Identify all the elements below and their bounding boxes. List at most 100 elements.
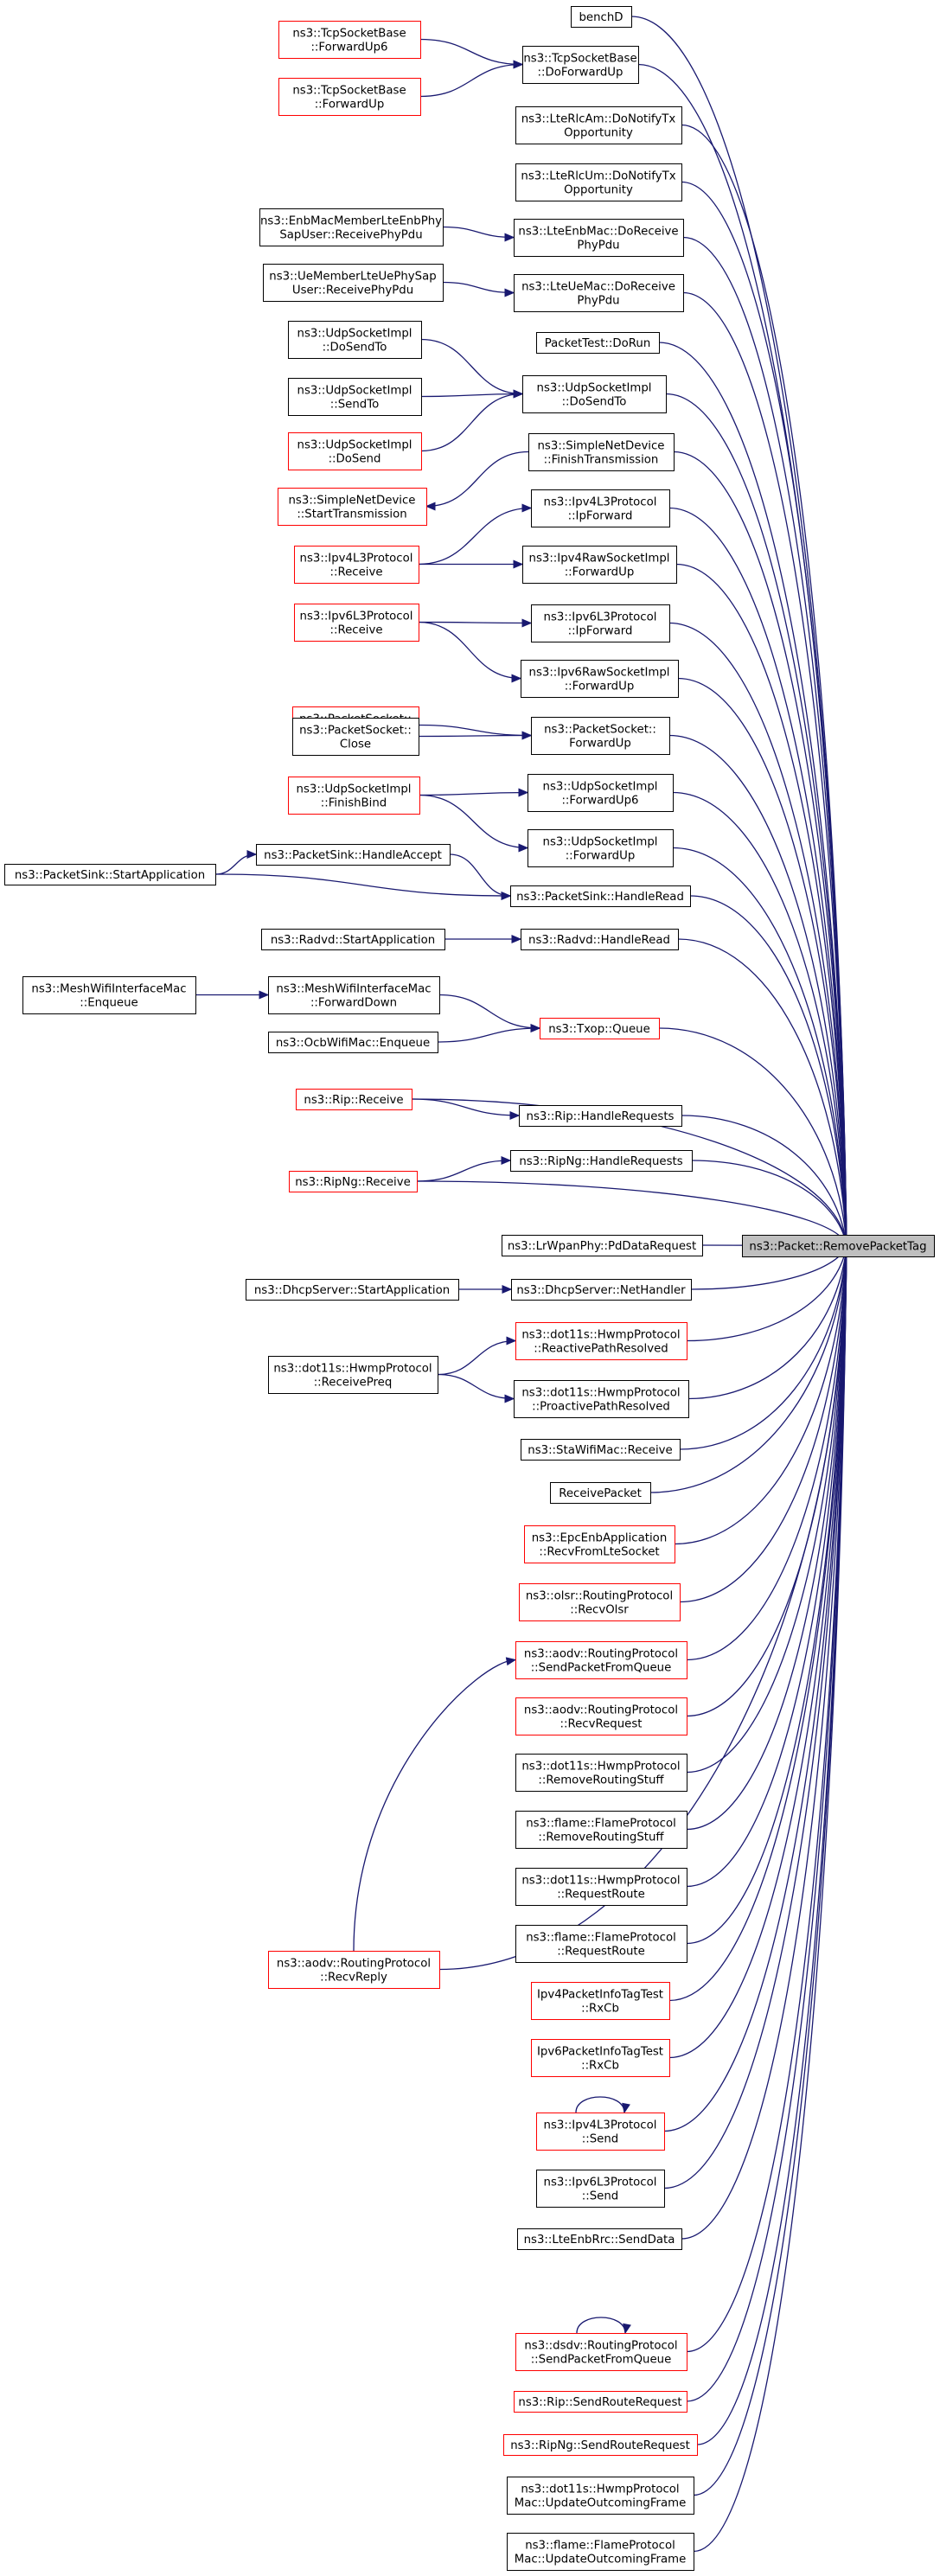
node-box <box>510 1150 693 1172</box>
node-ripReceive[interactable]: ns3::Rip::Receive <box>296 1089 412 1110</box>
node-sndFinishTx[interactable]: ns3::SimpleNetDevice::FinishTransmission <box>528 433 675 471</box>
node-tcpForwardUp[interactable]: ns3::TcpSocketBase::ForwardUp <box>278 78 421 116</box>
node-box <box>515 2333 687 2371</box>
node-box <box>22 976 196 1014</box>
node-meshForwardDown[interactable]: ns3::MeshWifiInterfaceMac::ForwardDown <box>268 976 440 1014</box>
node-label: ns3::Radvd::HandleRead <box>528 934 670 947</box>
node-udpForwardUp[interactable]: ns3::UdpSocketImpl::ForwardUp <box>528 829 674 867</box>
node-ripHandleRequests[interactable]: ns3::Rip::HandleRequests <box>519 1105 682 1127</box>
node-ipv4Receive[interactable]: ns3::Ipv4L3Protocol::Receive <box>294 546 419 584</box>
node-udpSendTo[interactable]: ns3::UdpSocketImpl::SendTo <box>288 378 422 416</box>
node-label: ns3::PacketSink::StartApplication <box>15 869 205 882</box>
edge-ripReceive-to-ripHandleRequests <box>411 1098 520 1116</box>
edge-udpFinishBind-to-udpForwardUp6 <box>419 791 528 796</box>
node-label: ns3::Ipv4RawSocketImpl <box>529 553 670 566</box>
node-radvdHandleRead[interactable]: ns3::Radvd::HandleRead <box>521 929 679 950</box>
node-psClose[interactable]: ns3::PacketSocket::Close <box>292 718 419 756</box>
node-label: ns3::flame::FlameProtocol <box>526 1818 676 1831</box>
node-packetTestDoRun[interactable]: PacketTest::DoRun <box>536 332 660 354</box>
node-aodvSendFromQueue[interactable]: ns3::aodv::RoutingProtocol::SendPacketFr… <box>515 1641 687 1679</box>
node-tcpDoForwardUp[interactable]: ns3::TcpSocketBase::DoForwardUp <box>522 46 639 84</box>
node-txopQueue[interactable]: ns3::Txop::Queue <box>540 1018 660 1039</box>
node-label: ns3::aodv::RoutingProtocol <box>524 1704 678 1717</box>
node-psForwardUp[interactable]: ns3::PacketSocket::ForwardUp <box>531 717 670 755</box>
node-udpFinishBind[interactable]: ns3::UdpSocketImpl::FinishBind <box>288 777 420 815</box>
node-radvdStartApp[interactable]: ns3::Radvd::StartApplication <box>261 929 445 950</box>
node-hwmpReceivePreq[interactable]: ns3::dot11s::HwmpProtocol::ReceivePreq <box>268 1356 438 1394</box>
node-ripngHandleRequests[interactable]: ns3::RipNg::HandleRequests <box>510 1150 693 1172</box>
node-flameUpdateOutgoing[interactable]: ns3::flame::FlameProtocolMac::UpdateOutc… <box>507 2533 694 2571</box>
node-box <box>521 1439 681 1461</box>
node-ipv6IpForward[interactable]: ns3::Ipv6L3Protocol::IpForward <box>531 604 670 642</box>
node-olsrRecv[interactable]: ns3::olsr::RoutingProtocol::RecvOlsr <box>519 1583 681 1621</box>
node-udpDoSend[interactable]: ns3::UdpSocketImpl::DoSend <box>288 432 422 470</box>
node-box <box>515 1811 687 1849</box>
edge-udpDoSend-to-udpDoSendToTarget <box>420 393 523 452</box>
node-hwmpRemoveRouting[interactable]: ns3::dot11s::HwmpProtocol::RemoveRouting… <box>515 1754 687 1792</box>
node-epcEnb[interactable]: ns3::EpcEnbApplication::RecvFromLteSocke… <box>524 1525 675 1563</box>
node-psinkStartApp[interactable]: ns3::PacketSink::StartApplication <box>4 864 216 885</box>
node-box <box>288 777 420 815</box>
node-ipv6RawForwardUp[interactable]: ns3::Ipv6RawSocketImpl::ForwardUp <box>521 660 679 698</box>
node-ipv6Receive[interactable]: ns3::Ipv6L3Protocol::Receive <box>294 604 419 642</box>
node-hwmpProactive[interactable]: ns3::dot11s::HwmpProtocol::ProactivePath… <box>514 1380 689 1418</box>
edge-aodvSendFromQueue-to-root <box>686 1245 847 1661</box>
node-ipv4Send[interactable]: ns3::Ipv4L3Protocol::Send <box>536 2113 665 2151</box>
node-enbMacMember[interactable]: ns3::EnbMacMemberLteEnbPhySapUser::Recei… <box>259 208 444 246</box>
node-receivePacket[interactable]: ReceivePacket <box>550 1482 651 1504</box>
node-sndStartTx[interactable]: ns3::SimpleNetDevice::StartTransmission <box>278 488 427 526</box>
node-dsdvSendFromQueue[interactable]: ns3::dsdv::RoutingProtocol::SendPacketFr… <box>515 2333 687 2371</box>
node-dhcpStartApp[interactable]: ns3::DhcpServer::StartApplication <box>246 1279 459 1301</box>
node-hwmpRequestRoute[interactable]: ns3::dot11s::HwmpProtocol::RequestRoute <box>515 1868 687 1906</box>
node-box <box>536 332 660 354</box>
node-label: ns3::Rip::HandleRequests <box>527 1110 675 1123</box>
node-ripSendRouteRequest[interactable]: ns3::Rip::SendRouteRequest <box>514 2391 687 2413</box>
node-tcpForwardUp6[interactable]: ns3::TcpSocketBase::ForwardUp6 <box>278 21 421 59</box>
node-udpForwardUp6[interactable]: ns3::UdpSocketImpl::ForwardUp6 <box>528 774 674 812</box>
node-label: ReceivePacket <box>559 1487 642 1500</box>
node-psinkHandleAccept[interactable]: ns3::PacketSink::HandleAccept <box>256 844 451 866</box>
node-flameRequestRoute[interactable]: ns3::flame::FlameProtocol::RequestRoute <box>515 1925 687 1963</box>
node-box <box>289 1171 418 1192</box>
node-ripngReceive[interactable]: ns3::RipNg::Receive <box>289 1171 418 1192</box>
node-aodvRecvRequest[interactable]: ns3::aodv::RoutingProtocol::RecvRequest <box>515 1697 687 1735</box>
node-udpDoSendToTarget[interactable]: ns3::UdpSocketImpl::DoSendTo <box>522 375 667 413</box>
node-udpDoSendTo[interactable]: ns3::UdpSocketImpl::DoSendTo <box>288 321 422 359</box>
node-label: ns3::LteEnbRrc::SendData <box>524 2234 675 2247</box>
node-hwmpUpdateOutgoing[interactable]: ns3::dot11s::HwmpProtocolMac::UpdateOutc… <box>507 2477 694 2515</box>
edge-ipv6Receive-to-ipv6RawForwardUp <box>418 621 521 680</box>
node-dhcpNetHandler[interactable]: ns3::DhcpServer::NetHandler <box>511 1279 692 1301</box>
node-ipv4RawForwardUp[interactable]: ns3::Ipv4RawSocketImpl::ForwardUp <box>522 546 677 584</box>
node-box <box>268 1356 438 1394</box>
node-root[interactable]: ns3::Packet::RemovePacketTag <box>742 1235 935 1257</box>
node-box <box>528 774 674 812</box>
arrowhead-ripngReceive-to-ripngHandleRequests <box>501 1156 512 1165</box>
node-staReceive[interactable]: ns3::StaWifiMac::Receive <box>521 1439 681 1461</box>
node-ipv4TagRxCb[interactable]: Ipv4PacketInfoTagTest::RxCb <box>531 1982 670 2020</box>
node-lrwpan[interactable]: ns3::LrWpanPhy::PdDataRequest <box>502 1235 703 1256</box>
node-box <box>522 375 667 413</box>
node-meshEnqueue[interactable]: ns3::MeshWifiInterfaceMac::Enqueue <box>22 976 196 1014</box>
node-ripngSendRouteRequest[interactable]: ns3::RipNg::SendRouteRequest <box>503 2434 698 2456</box>
node-ipv6TagRxCb[interactable]: Ipv6PacketInfoTagTest::RxCb <box>531 2039 670 2077</box>
node-ueMember[interactable]: ns3::UeMemberLteUePhySapUser::ReceivePhy… <box>263 264 444 302</box>
arrowhead-psClose-to-psForwardUp <box>521 731 533 740</box>
node-enbRrcSendData[interactable]: ns3::LteEnbRrc::SendData <box>517 2228 682 2250</box>
node-label: ns3::LteEnbMac::DoReceive <box>518 226 678 239</box>
node-box <box>571 6 632 28</box>
node-hwmpReactive[interactable]: ns3::dot11s::HwmpProtocol::ReactivePathR… <box>515 1322 687 1360</box>
node-flameRemoveRouting[interactable]: ns3::flame::FlameProtocol::RemoveRouting… <box>515 1811 687 1849</box>
arrowhead-ipv6Receive-to-ipv6RawForwardUp <box>511 674 522 683</box>
node-ipv4IpForward[interactable]: ns3::Ipv4L3Protocol::IpForward <box>531 489 670 527</box>
arrowhead-psinkHandleAccept-to-psinkHandleRead <box>501 892 512 900</box>
node-aodvRecvReply[interactable]: ns3::aodv::RoutingProtocol::RecvReply <box>268 1951 440 1989</box>
node-psinkHandleRead[interactable]: ns3::PacketSink::HandleRead <box>510 885 691 907</box>
node-label: ::IpForward <box>568 625 633 638</box>
node-ocbEnqueue[interactable]: ns3::OcbWifiMac::Enqueue <box>268 1032 438 1053</box>
node-ipv6Send[interactable]: ns3::Ipv6L3Protocol::Send <box>536 2170 665 2208</box>
node-benchD[interactable]: benchD <box>571 6 632 28</box>
